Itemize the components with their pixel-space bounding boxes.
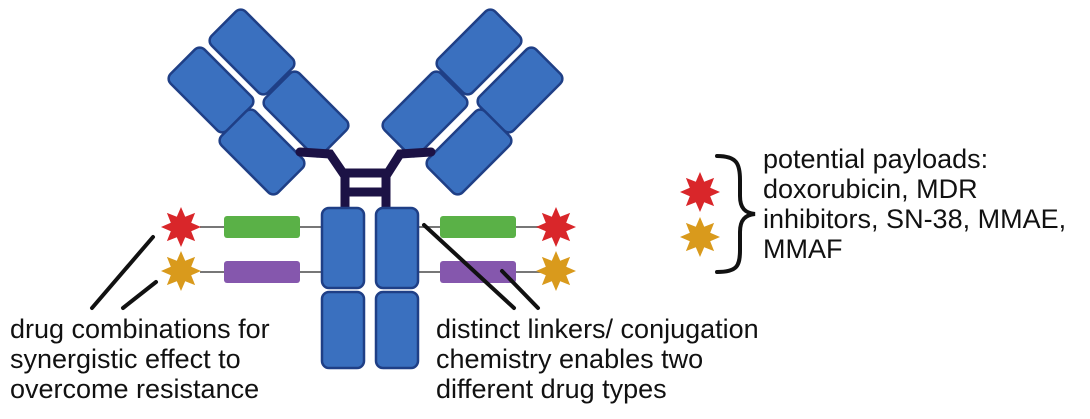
hinge-region [295, 147, 436, 219]
left-caption-line: synergistic effect to [10, 344, 241, 374]
left-caption-line: drug combinations for [10, 314, 270, 344]
pointer-line [500, 269, 540, 310]
middle-caption-line: chemistry enables two [436, 344, 704, 374]
fab-domain [262, 70, 350, 158]
fc-region [320, 206, 420, 370]
middle-caption-line: distinct linkers/ conjugation [436, 314, 759, 344]
left-caption: drug combinations for synergistic effect… [10, 314, 270, 404]
pointer-lines [90, 223, 540, 310]
red-payload-star-icon [536, 207, 576, 247]
purple-linker-left [224, 261, 300, 283]
linkers [200, 216, 542, 283]
fab-domain [218, 108, 306, 196]
fc-domain [374, 290, 420, 370]
payload-caption-line: doxorubicin, MDR [763, 174, 978, 204]
payload-caption-line: MMAF [763, 234, 843, 264]
fc-domain [374, 206, 420, 290]
right-fab-arm [381, 8, 564, 196]
left-fab-arm [167, 8, 350, 196]
payload-brace [715, 154, 756, 274]
fc-domain [320, 206, 366, 290]
payloads [161, 172, 720, 291]
red-payload-star-icon [680, 172, 720, 212]
fab-domain [208, 8, 296, 96]
left-caption-line: overcome resistance [10, 374, 260, 404]
fab-domain [435, 8, 523, 96]
green-linker-left [224, 216, 300, 238]
payload-caption: potential payloads: doxorubicin, MDR inh… [763, 144, 1066, 264]
red-payload-star-icon [161, 207, 201, 247]
fab-domain [425, 108, 513, 196]
gold-payload-star-icon [536, 251, 576, 291]
fab-domain [381, 70, 469, 158]
green-linker-right [440, 216, 516, 238]
pointer-line [422, 223, 516, 310]
gold-payload-star-icon [161, 251, 201, 291]
payload-caption-line: potential payloads: [763, 144, 989, 174]
pointer-line [121, 280, 158, 310]
purple-linker-right [440, 261, 516, 283]
middle-caption-line: different drug types [436, 374, 667, 404]
pointer-line [90, 235, 155, 310]
gold-payload-star-icon [680, 217, 720, 257]
middle-caption: distinct linkers/ conjugation chemistry … [436, 314, 759, 404]
payload-caption-line: inhibitors, SN-38, MMAE, [763, 204, 1067, 234]
fc-domain [320, 290, 366, 370]
